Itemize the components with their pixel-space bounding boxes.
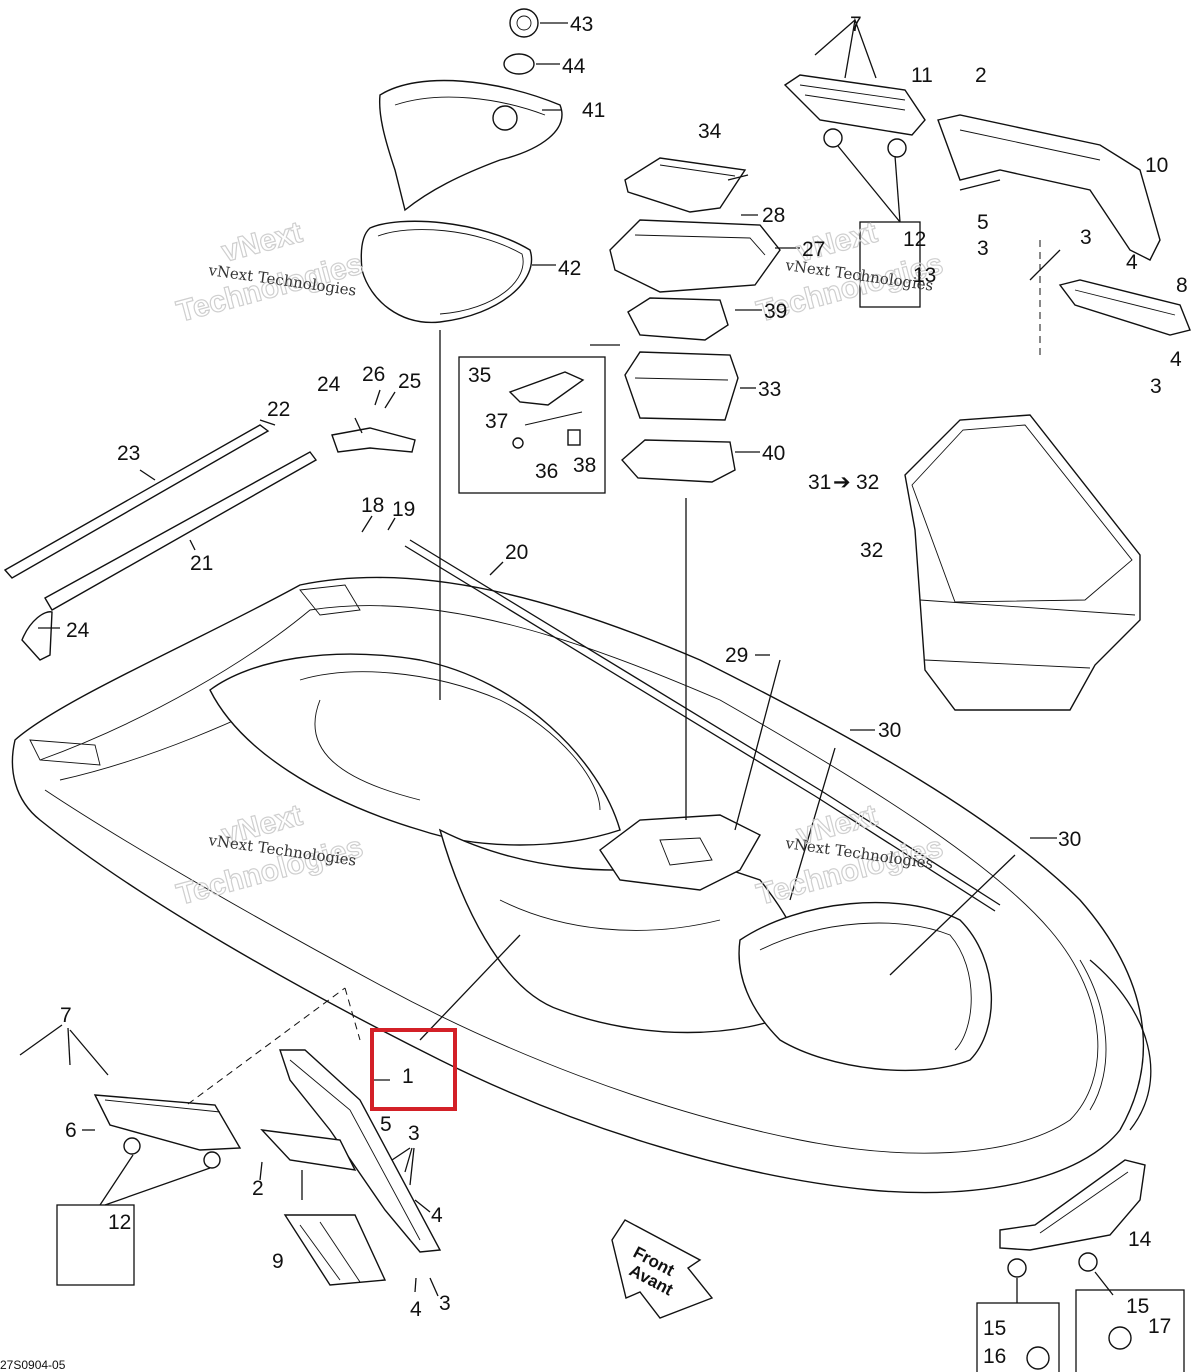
part-label-23[interactable]: 23	[117, 442, 140, 465]
part-label-3-bottom-b[interactable]: 3	[439, 1292, 451, 1315]
center-storage-assembly	[458, 157, 781, 494]
part-label-7-top[interactable]: 7	[850, 13, 862, 36]
part-label-41[interactable]: 41	[582, 99, 605, 122]
part-label-5-top[interactable]: 5	[977, 211, 989, 234]
part-label-13[interactable]: 13	[913, 264, 936, 287]
watermark-big-1: vNext	[218, 216, 305, 269]
part-label-43[interactable]: 43	[570, 13, 593, 36]
part-label-18[interactable]: 18	[361, 494, 384, 517]
part-label-36[interactable]: 36	[535, 460, 558, 483]
part-label-9[interactable]: 9	[272, 1250, 284, 1273]
part-label-24-top[interactable]: 24	[317, 373, 341, 396]
part-label-32-b[interactable]: 32	[860, 539, 883, 562]
part-labels: 43 44 41 42 34 28 27 39 33 40 35 37 36 3…	[60, 13, 1188, 1368]
side-vent-assembly	[56, 1049, 442, 1286]
part-label-37[interactable]: 37	[485, 410, 508, 433]
glove-box-assembly	[360, 8, 563, 324]
part-label-22[interactable]: 22	[267, 398, 290, 421]
part-label-4-top-b[interactable]: 4	[1170, 348, 1182, 371]
part-label-34[interactable]: 34	[698, 120, 722, 143]
part-label-16[interactable]: 16	[983, 1345, 1006, 1368]
part-label-27[interactable]: 27	[802, 238, 825, 261]
part-label-40[interactable]: 40	[762, 442, 785, 465]
part-label-28[interactable]: 28	[762, 204, 785, 227]
part-label-33[interactable]: 33	[758, 378, 781, 401]
part-label-3-top-b[interactable]: 3	[1080, 226, 1092, 249]
part-label-11[interactable]: 11	[911, 64, 933, 87]
part-label-31[interactable]: 31	[808, 471, 831, 494]
deck-body	[11, 539, 1152, 1194]
part-label-4-bottom-b[interactable]: 4	[410, 1298, 422, 1321]
part-label-3-top-c[interactable]: 3	[1150, 375, 1162, 398]
part-label-20[interactable]: 20	[505, 541, 528, 564]
part-label-1[interactable]: 1	[402, 1065, 414, 1088]
part-label-19[interactable]: 19	[392, 498, 415, 521]
part-label-3-top-a[interactable]: 3	[977, 237, 989, 260]
part-label-21[interactable]: 21	[190, 552, 213, 575]
part-label-44[interactable]: 44	[562, 55, 586, 78]
rear-vent-assembly	[783, 74, 1191, 336]
part-label-8[interactable]: 8	[1176, 274, 1188, 297]
part-label-32-a[interactable]: 32	[856, 471, 879, 494]
part-label-17[interactable]: 17	[1148, 1315, 1171, 1338]
part-label-2-top[interactable]: 2	[975, 64, 987, 87]
part-label-2-bottom[interactable]: 2	[252, 1177, 264, 1200]
part-label-26[interactable]: 26	[362, 363, 385, 386]
part-label-29[interactable]: 29	[725, 644, 748, 667]
part-label-25[interactable]: 25	[398, 370, 421, 393]
part-label-35[interactable]: 35	[468, 364, 491, 387]
arrow-31-to-32: ➔	[833, 471, 851, 494]
part-label-14[interactable]: 14	[1128, 1228, 1152, 1251]
part-label-38[interactable]: 38	[573, 454, 596, 477]
front-bumper-assembly	[976, 1159, 1185, 1372]
part-label-42[interactable]: 42	[558, 257, 581, 280]
part-label-6[interactable]: 6	[65, 1119, 77, 1142]
part-label-3-bottom-a[interactable]: 3	[408, 1122, 420, 1145]
storage-bin	[904, 414, 1141, 711]
leader-lines	[19, 17, 1114, 1303]
highlight-box	[370, 1028, 457, 1111]
part-label-15-b[interactable]: 15	[1126, 1295, 1149, 1318]
part-label-12-top[interactable]: 12	[903, 228, 926, 251]
part-label-5-bottom[interactable]: 5	[380, 1113, 392, 1136]
part-label-24-left[interactable]: 24	[66, 619, 90, 642]
part-label-15-a[interactable]: 15	[983, 1317, 1006, 1340]
drawing-code: 27S0904-05	[0, 1358, 66, 1372]
part-label-10[interactable]: 10	[1145, 154, 1168, 177]
part-label-12-bottom[interactable]: 12	[108, 1211, 131, 1234]
part-label-4-bottom-a[interactable]: 4	[431, 1204, 443, 1227]
front-direction-arrow: Front Avant	[611, 1219, 714, 1319]
part-label-30-b[interactable]: 30	[1058, 828, 1081, 851]
side-rails	[3, 424, 416, 661]
part-label-39[interactable]: 39	[764, 300, 787, 323]
part-label-4-top-a[interactable]: 4	[1126, 251, 1138, 274]
part-label-30-a[interactable]: 30	[878, 719, 901, 742]
part-label-7-bottom[interactable]: 7	[60, 1004, 72, 1027]
